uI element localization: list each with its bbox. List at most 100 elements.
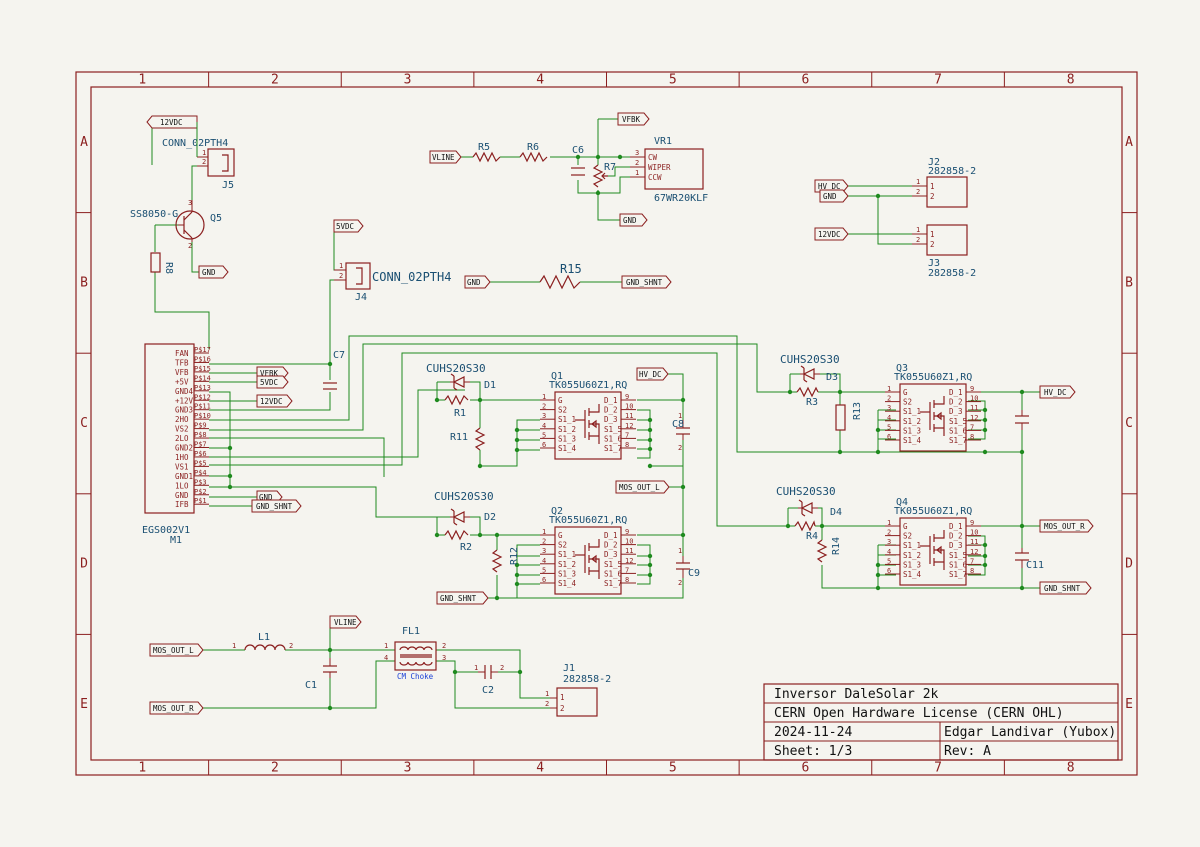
svg-text:CM Choke: CM Choke — [397, 672, 434, 681]
net-label-gnd: GND — [198, 265, 229, 279]
net-labels: 12VDC GND 5VDC VFBK 5VDC 12VDC GND GND_ — [146, 112, 1094, 715]
svg-text:282858-2: 282858-2 — [563, 674, 611, 685]
m1-pin-name: +12V — [175, 396, 194, 405]
svg-text:2: 2 — [202, 158, 206, 166]
m1-pin-name: 2HO — [175, 415, 189, 424]
license-text: CERN Open Hardware License (CERN OHL) — [774, 706, 1064, 721]
svg-text:VFBK: VFBK — [260, 369, 279, 378]
svg-text:67WR20KLF: 67WR20KLF — [654, 193, 708, 204]
row-label: B — [80, 275, 88, 290]
mosfet-pin-name: S1_7 — [604, 579, 622, 588]
m1-pin-number: P$6 — [194, 450, 207, 458]
mosfet-pin-number: 1 — [887, 519, 891, 527]
svg-text:1: 1 — [339, 262, 343, 270]
svg-text:J1: J1 — [563, 663, 575, 674]
svg-text:CUHS20S30: CUHS20S30 — [780, 353, 840, 366]
m1-pin-number: P$9 — [194, 422, 207, 430]
svg-text:HV_DC: HV_DC — [639, 370, 662, 379]
mosfet-pin-number: 10 — [970, 529, 978, 537]
mosfet-ref: Q4 — [896, 497, 908, 508]
mosfet-pin-number: 5 — [542, 431, 546, 439]
column-label: 3 — [404, 73, 412, 88]
m1-pin-name: GND — [175, 491, 189, 500]
mosfet-pin-name: S2 — [903, 532, 912, 541]
mosfet-pin-name: S1_3 — [903, 426, 921, 435]
resistor-r15: R15 — [539, 262, 582, 290]
mosfet-pin-name: S1_4 — [903, 436, 922, 445]
resistor-r2: R2 — [444, 529, 472, 553]
m1-pin-number: P$1 — [194, 497, 207, 505]
m1-pin-number: P$11 — [194, 403, 211, 411]
svg-text:5VDC: 5VDC — [336, 222, 354, 231]
mosfet-pin-number: 4 — [887, 414, 891, 422]
mosfet-pin-name: S1_5 — [604, 560, 622, 569]
m1-pin-name: GND1 — [175, 472, 193, 481]
svg-text:3: 3 — [635, 149, 639, 157]
mosfet-ref: Q3 — [896, 363, 908, 374]
m1-pin-number: P$10 — [194, 412, 211, 420]
svg-text:5VDC: 5VDC — [260, 378, 278, 387]
net-label-5vdc: 5VDC — [256, 375, 289, 389]
mosfet-pin-name: D_2 — [604, 541, 618, 550]
mosfet-pin-number: 4 — [542, 422, 546, 430]
mosfet-pin-number: 11 — [625, 547, 633, 555]
svg-text:GND: GND — [202, 268, 216, 277]
m1-pin-name: GND2 — [175, 444, 193, 453]
mosfet-pin-name: D_3 — [949, 407, 963, 416]
net-label-mos-out-l: MOS_OUT_L — [149, 643, 204, 657]
connector-j1: 1 2 1 2 J1 282858-2 — [545, 663, 611, 717]
capacitor-c1: C1 — [305, 658, 337, 691]
net-label-vline: VLINE — [429, 150, 462, 164]
mosfet-pin-name: D_2 — [604, 406, 618, 415]
mosfet-pin-name: G — [558, 396, 563, 405]
mosfet-pin-number: 11 — [625, 412, 633, 420]
svg-text:MOS_OUT_R: MOS_OUT_R — [153, 704, 194, 713]
svg-text:R4: R4 — [806, 531, 818, 542]
column-label: 8 — [1067, 73, 1075, 88]
column-label: 8 — [1067, 761, 1075, 776]
mosfet-pin-number: 3 — [887, 404, 891, 412]
svg-text:VLINE: VLINE — [432, 153, 455, 162]
row-label: C — [80, 416, 88, 431]
svg-text:R1: R1 — [454, 408, 466, 419]
mosfet-pin-number: 8 — [625, 441, 629, 449]
svg-text:SS8050-G: SS8050-G — [130, 209, 178, 220]
mosfet-pin-name: S1_2 — [903, 417, 921, 426]
diode-d3: CUHS20S30 D3 — [780, 353, 840, 383]
resistor-r6: R6 — [519, 142, 548, 163]
svg-text:WIPER: WIPER — [648, 163, 671, 172]
mosfet-pin-number: 6 — [887, 433, 891, 441]
mosfet-pin-number: 8 — [970, 567, 974, 575]
mosfet-pin-number: 7 — [625, 431, 629, 439]
mosfet-pin-number: 9 — [970, 519, 974, 527]
mosfet-pin-name: S1_2 — [558, 560, 576, 569]
sheet-number-text: Sheet: 1/3 — [774, 744, 852, 759]
svg-text:2: 2 — [678, 579, 682, 587]
mosfet-value: TK055U60Z1,RQ — [549, 515, 627, 526]
mosfet-ref: Q1 — [551, 371, 563, 382]
column-label: 5 — [669, 761, 677, 776]
net-label-5vdc: 5VDC — [333, 219, 364, 233]
m1-pin-name: 2LO — [175, 434, 189, 443]
net-label-mos-out-r: MOS_OUT_R — [1039, 519, 1094, 533]
svg-text:2: 2 — [545, 700, 549, 708]
svg-text:2: 2 — [678, 444, 682, 452]
mosfet-pin-number: 1 — [887, 385, 891, 393]
mosfet-pin-number: 2 — [542, 538, 546, 546]
svg-text:C6: C6 — [572, 145, 584, 156]
connector-j3: 1 2 1 2 J3 282858-2 — [912, 224, 976, 279]
svg-text:1: 1 — [916, 178, 920, 186]
mosfet-pin-name: D_3 — [949, 541, 963, 550]
svg-text:J3: J3 — [928, 258, 940, 269]
svg-text:R15: R15 — [560, 262, 582, 276]
capacitor-c6: C6 — [571, 145, 585, 176]
net-label-gnd-shnt: GND_SHNT — [436, 591, 489, 605]
column-label: 4 — [536, 761, 544, 776]
mosfet-pin-name: S1_4 — [903, 570, 922, 579]
regulator-vr1: 3 2 1 CW WIPER CCW VR1 67WR20KLF — [630, 136, 708, 204]
capacitor-c10 — [1015, 410, 1029, 430]
svg-text:MOS_OUT_L: MOS_OUT_L — [153, 646, 194, 655]
